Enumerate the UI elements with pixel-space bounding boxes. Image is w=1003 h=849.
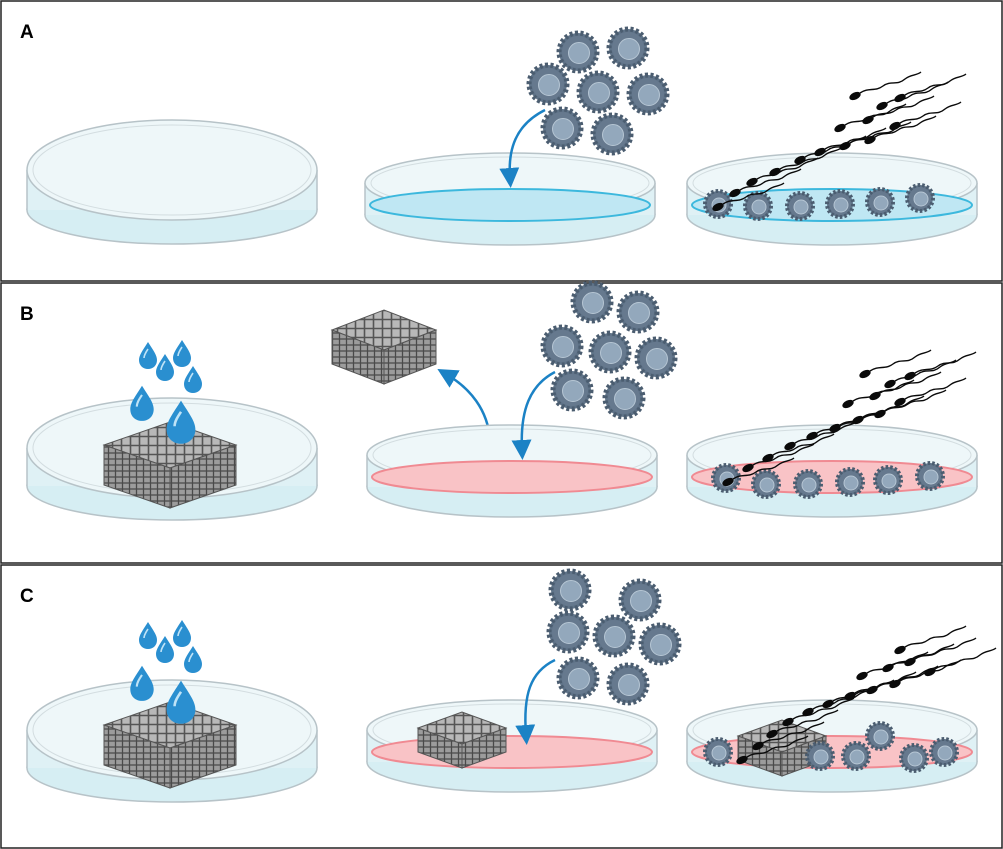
- cell-icon: [629, 75, 667, 113]
- water-drop-icon: [155, 353, 175, 382]
- sperm-icon: [892, 377, 967, 409]
- cell-icon: [905, 183, 935, 213]
- cell-icon: [915, 461, 945, 491]
- water-drop-icon: [172, 619, 192, 648]
- cell-icon: [793, 469, 823, 499]
- cell-icon: [641, 625, 679, 663]
- petri-dish-icon: [26, 119, 318, 245]
- sperm-icon: [892, 625, 967, 657]
- petri-dish-icon: [364, 152, 656, 246]
- water-drop-icon: [155, 635, 175, 664]
- cell-icon: [637, 339, 675, 377]
- cell-icon: [873, 465, 903, 495]
- water-drop-icon: [183, 645, 203, 674]
- cell-icon: [703, 737, 733, 767]
- water-drop-icon: [129, 384, 155, 422]
- sperm-icon: [882, 359, 957, 391]
- cell-icon: [621, 581, 659, 619]
- panel-a-border: [0, 0, 1003, 282]
- cell-icon: [841, 741, 871, 771]
- cell-icon: [595, 617, 633, 655]
- panel-b: [26, 283, 978, 521]
- cell-icon: [609, 29, 647, 67]
- panel-a: [26, 29, 978, 246]
- sperm-icon: [842, 671, 917, 703]
- cell-icon: [785, 191, 815, 221]
- sperm-icon: [892, 73, 967, 105]
- cell-icon: [559, 33, 597, 71]
- cell-icon: [751, 469, 781, 499]
- petri-dish-icon: [366, 424, 658, 518]
- sperm-icon: [874, 81, 949, 113]
- panel-label-b: B: [20, 304, 34, 325]
- scaffold-icon: [102, 421, 238, 509]
- sperm-icon: [880, 643, 955, 675]
- cell-icon: [865, 721, 895, 751]
- cell-cluster: [543, 283, 675, 417]
- sperm-icon: [902, 637, 977, 669]
- cell-icon: [559, 659, 597, 697]
- panel-c-border: [0, 564, 1003, 849]
- water-drop-icon: [172, 339, 192, 368]
- panel-c: [26, 571, 997, 803]
- sperm-icon: [850, 395, 925, 427]
- cell-icon: [609, 665, 647, 703]
- cell-cluster: [529, 29, 667, 153]
- panel-b-border: [0, 282, 1003, 564]
- cell-icon: [543, 327, 581, 365]
- cell-cluster: [549, 571, 679, 703]
- cell-icon: [593, 115, 631, 153]
- cell-icon: [835, 467, 865, 497]
- cell-icon: [743, 191, 773, 221]
- petri-dish-icon: [366, 699, 658, 793]
- cell-icon: [543, 109, 581, 147]
- sperm-icon: [922, 647, 997, 679]
- cell-icon: [619, 293, 657, 331]
- sperm-icon: [857, 349, 932, 381]
- cell-icon: [899, 743, 929, 773]
- cell-icon: [579, 73, 617, 111]
- water-drop-icon: [129, 664, 155, 702]
- scaffold-icon: [330, 309, 438, 385]
- sperm-icon: [862, 115, 937, 147]
- arrow-icon: [515, 658, 556, 745]
- sperm-icon: [847, 71, 922, 103]
- water-drop-icon: [138, 341, 158, 370]
- panel-label-a: A: [20, 22, 34, 43]
- arrow-icon: [511, 370, 556, 460]
- sperm-icon: [872, 389, 947, 421]
- cell-icon: [549, 613, 587, 651]
- scaffold-icon: [416, 711, 508, 769]
- cell-icon: [591, 333, 629, 371]
- scaffold-icon: [102, 701, 238, 789]
- arrow-icon: [499, 108, 546, 188]
- cell-icon: [605, 379, 643, 417]
- cell-icon: [573, 283, 611, 321]
- panel-label-c: C: [20, 586, 34, 607]
- water-drop-icon: [183, 365, 203, 394]
- cell-icon: [825, 189, 855, 219]
- cell-icon: [805, 741, 835, 771]
- cell-icon: [865, 187, 895, 217]
- cell-icon: [529, 65, 567, 103]
- cell-icon: [929, 737, 959, 767]
- water-drop-icon: [138, 621, 158, 650]
- cell-icon: [551, 571, 589, 609]
- cell-icon: [553, 371, 591, 409]
